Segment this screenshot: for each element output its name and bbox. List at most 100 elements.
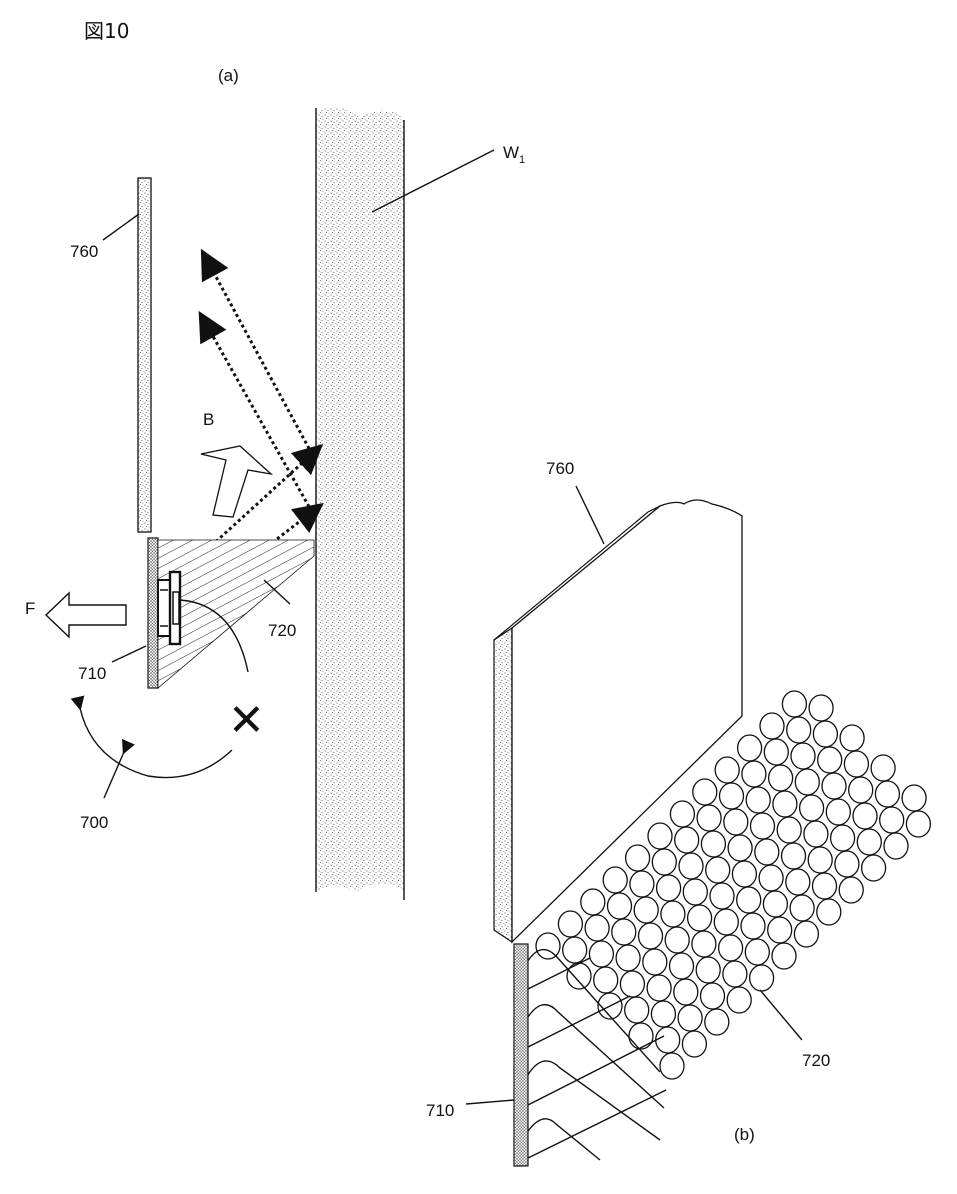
plate-label-b: 760 (546, 459, 574, 478)
cell (647, 822, 673, 850)
cell (651, 848, 677, 876)
cell (726, 986, 752, 1014)
cell (584, 914, 610, 942)
cell (817, 746, 843, 774)
cell (748, 964, 775, 992)
cell (790, 742, 816, 770)
cells-label-a: 720 (268, 621, 296, 640)
cell-region-720 (157, 539, 315, 689)
cell-tubes-side (523, 948, 667, 1161)
cell (860, 854, 887, 882)
cell (704, 1008, 730, 1036)
cell (803, 820, 829, 848)
cell (736, 734, 763, 762)
cell (781, 690, 808, 718)
cell (808, 694, 834, 722)
device-base-710 (147, 537, 159, 689)
cell (593, 966, 619, 994)
panel-a: (a) W1 760 B (25, 66, 525, 900)
cell (793, 920, 820, 948)
cell (642, 948, 668, 976)
rotation-arrow (70, 695, 233, 779)
cell (883, 832, 909, 860)
rotation-leader-line (103, 738, 135, 799)
cell (650, 1000, 677, 1028)
figure-title: 図10 (84, 19, 129, 43)
cell (759, 712, 785, 740)
wall-w1 (315, 107, 405, 900)
cell (807, 846, 833, 874)
panel-a-label: (a) (218, 66, 239, 85)
cell (811, 872, 838, 900)
cell (637, 922, 664, 950)
cell (776, 816, 802, 844)
cell (901, 784, 927, 812)
cell (740, 912, 766, 940)
arc-right (179, 599, 249, 673)
cell (686, 904, 713, 932)
cell (664, 926, 690, 954)
cell (741, 760, 767, 788)
device-base-710-b (513, 943, 529, 1167)
cell (709, 882, 735, 910)
cell (731, 860, 758, 888)
cell-array-720 (520, 690, 932, 1082)
cell (668, 952, 695, 980)
device-label-b: 710 (426, 1101, 454, 1120)
cell (744, 938, 770, 966)
cell (562, 936, 588, 964)
cell (557, 910, 584, 938)
arrow-b (200, 445, 274, 518)
cell (794, 768, 820, 796)
cell (633, 896, 659, 924)
cell (772, 790, 798, 818)
cell (825, 798, 851, 826)
cell (745, 786, 771, 814)
cell (786, 716, 812, 744)
cell (879, 806, 905, 834)
cell (821, 772, 847, 800)
cell (834, 850, 860, 878)
cell (655, 874, 682, 902)
cell (852, 802, 878, 830)
cell (619, 970, 646, 998)
cell (699, 982, 726, 1010)
cell (722, 960, 748, 988)
cell (674, 826, 700, 854)
cell (624, 844, 651, 872)
cell (727, 834, 753, 862)
cell (713, 908, 739, 936)
cell (785, 868, 811, 896)
device-label-a: 710 (78, 664, 106, 683)
cell (767, 764, 794, 792)
cell (839, 724, 865, 752)
prohibited-cross-mark: ✕ (228, 695, 265, 746)
cell (682, 878, 708, 906)
cell (681, 1030, 708, 1058)
cell (705, 856, 731, 884)
cell (816, 898, 842, 926)
cell (762, 890, 789, 918)
cell (580, 888, 606, 916)
cell (677, 1004, 703, 1032)
cell (829, 824, 856, 852)
cell (780, 842, 807, 870)
cell (566, 962, 592, 990)
panel-b-label: (b) (734, 1125, 755, 1144)
cell (602, 866, 628, 894)
cell (749, 812, 776, 840)
cell (812, 720, 839, 748)
cell (669, 800, 696, 828)
cell (798, 794, 825, 822)
emitter-unit (157, 570, 182, 646)
device-leader-line-a (111, 645, 147, 663)
cell (856, 828, 882, 856)
cell (718, 782, 745, 810)
cell (723, 808, 749, 836)
cell (838, 876, 864, 904)
cell (848, 776, 874, 804)
cells-leader-line-a (263, 579, 291, 605)
cell (692, 778, 718, 806)
cell (624, 996, 650, 1024)
cell (874, 780, 901, 808)
